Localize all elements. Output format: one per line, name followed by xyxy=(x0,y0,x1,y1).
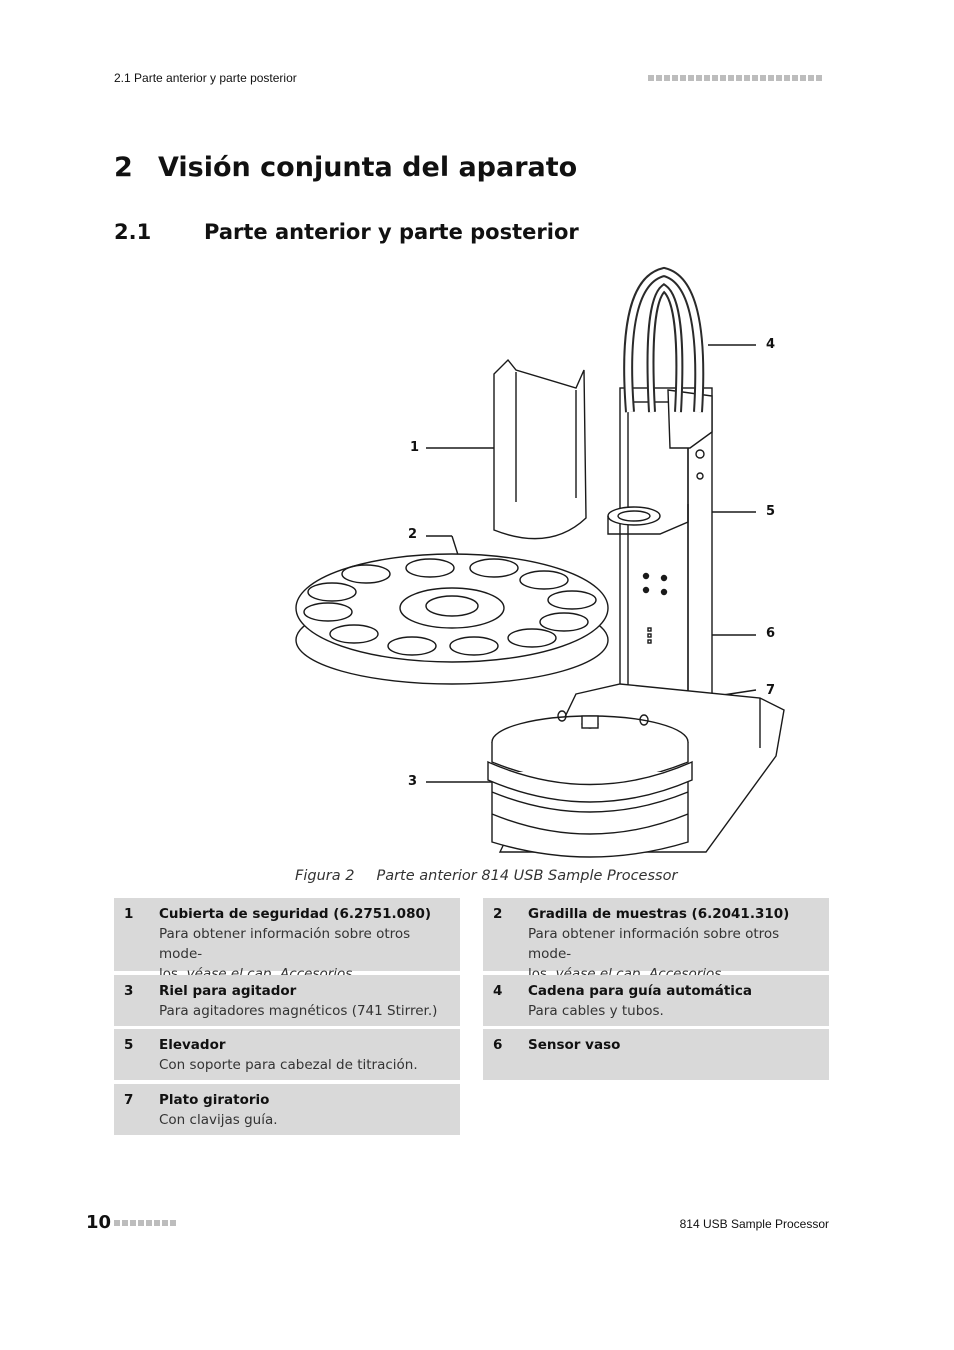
legend-number: 6 xyxy=(493,1037,503,1053)
legend-number: 5 xyxy=(124,1037,134,1053)
section-number: 2.1 xyxy=(114,220,152,244)
legend-number: 2 xyxy=(493,906,503,922)
legend-desc: Para agitadores magnéticos (741 Stirrer.… xyxy=(159,1003,438,1019)
callout-5: 5 xyxy=(766,504,776,519)
legend-title: Riel para agitador xyxy=(159,983,297,999)
header-dots-decoration xyxy=(648,75,822,81)
legend-item-3: 3 Riel para agitador Para agitadores mag… xyxy=(114,975,460,1026)
callout-1: 1 xyxy=(410,440,420,455)
running-header: 2.1 Parte anterior y parte posterior xyxy=(114,71,297,85)
legend-item-1: 1 Cubierta de seguridad (6.2751.080) Par… xyxy=(114,898,460,982)
page-number: 10 xyxy=(86,1212,112,1233)
callout-6: 6 xyxy=(766,626,776,641)
legend-desc: Para cables y tubos. xyxy=(528,1003,664,1019)
legend-number: 3 xyxy=(124,983,134,999)
figure-caption-text: Parte anterior 814 USB Sample Processor xyxy=(376,868,678,884)
footer-product-name: 814 USB Sample Processor xyxy=(679,1217,829,1231)
figure-label: Figura 2 xyxy=(295,868,355,884)
figure-caption: Figura 2 Parte anterior 814 USB Sample Pr… xyxy=(295,868,677,884)
legend-desc: Con soporte para cabezal de titración. xyxy=(159,1057,418,1073)
legend-title: Elevador xyxy=(159,1037,226,1053)
section-heading: 2.1 Parte anterior y parte posterior xyxy=(114,220,579,244)
callout-4: 4 xyxy=(766,337,776,352)
legend-item-7: 7 Plato giratorio Con clavijas guía. xyxy=(114,1084,460,1135)
device-illustration: 1 2 3 4 5 6 7 xyxy=(280,262,800,862)
legend-table: 1 Cubierta de seguridad (6.2751.080) Par… xyxy=(114,898,829,1138)
legend-item-5: 5 Elevador Con soporte para cabezal de t… xyxy=(114,1029,460,1080)
legend-title: Plato giratorio xyxy=(159,1092,270,1108)
legend-number: 1 xyxy=(124,906,134,922)
chapter-heading: 2 Visión conjunta del aparato xyxy=(114,152,577,183)
legend-item-2: 2 Gradilla de muestras (6.2041.310) Para… xyxy=(483,898,829,982)
callout-3: 3 xyxy=(408,774,418,789)
footer-dots-decoration xyxy=(114,1220,176,1226)
chapter-title: Visión conjunta del aparato xyxy=(158,152,578,183)
callout-7: 7 xyxy=(766,683,776,698)
legend-number: 4 xyxy=(493,983,503,999)
legend-title: Sensor vaso xyxy=(528,1037,621,1053)
legend-title: Gradilla de muestras (6.2041.310) xyxy=(528,906,790,922)
legend-title: Cadena para guía automática xyxy=(528,983,753,999)
section-title: Parte anterior y parte posterior xyxy=(204,220,579,244)
legend-item-4: 4 Cadena para guía automática Para cable… xyxy=(483,975,829,1026)
chapter-number: 2 xyxy=(114,152,133,183)
legend-desc: Con clavijas guía. xyxy=(159,1112,278,1128)
callout-2: 2 xyxy=(408,527,418,542)
legend-number: 7 xyxy=(124,1092,134,1108)
legend-title: Cubierta de seguridad (6.2751.080) xyxy=(159,906,432,922)
legend-item-6: 6 Sensor vaso xyxy=(483,1029,829,1080)
sample-processor-drawing xyxy=(295,266,785,858)
